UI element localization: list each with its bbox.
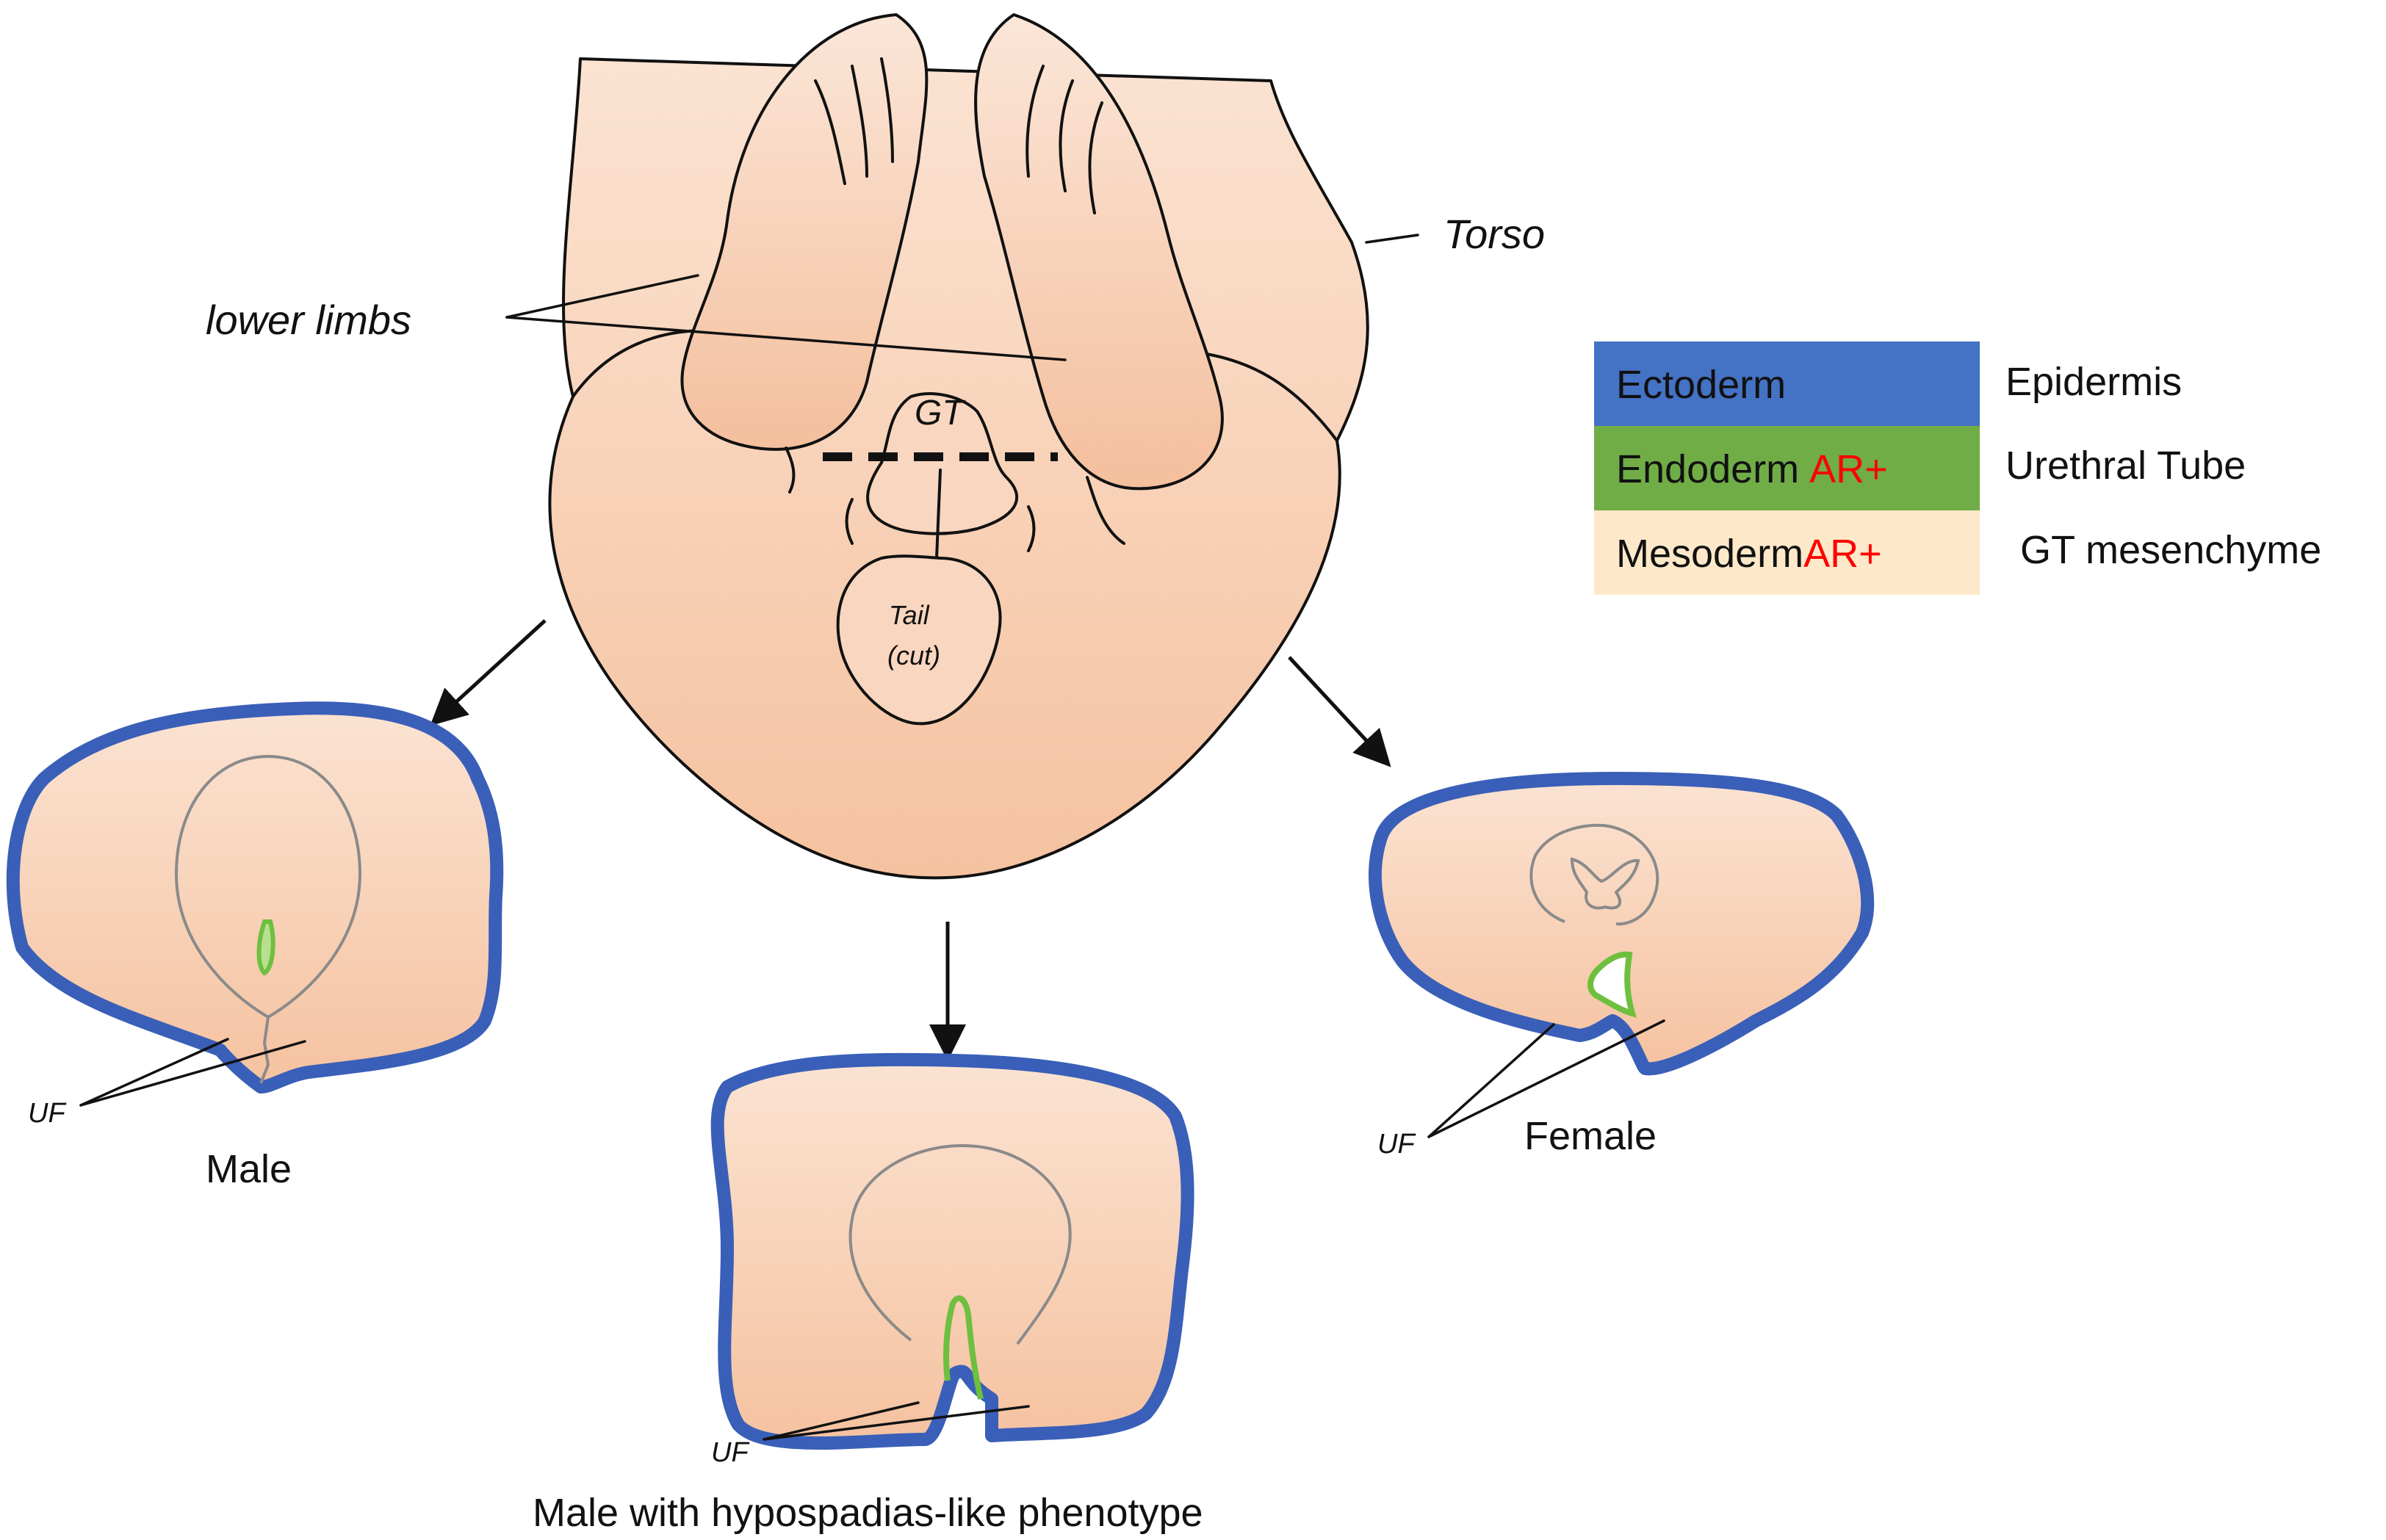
hypospadias-uf-label: UF [711, 1437, 749, 1468]
tail-stump [836, 554, 1002, 726]
male-ectoderm [6, 701, 504, 1093]
legend-mesoderm-layer-name: Mesoderm [1616, 532, 1803, 576]
legend-mesoderm-layer: MesodermAR+ [1616, 532, 1882, 576]
genital-tubercle [866, 392, 1019, 535]
male-urethra [256, 919, 275, 976]
left-limb [680, 13, 929, 451]
legend-mesoderm-tissue: GT mesenchyme [2020, 528, 2321, 572]
tail-label: Tail [889, 600, 930, 630]
hypospadias-ectoderm [710, 1052, 1194, 1450]
male-caption: Male [206, 1147, 292, 1191]
tail-cut-label: (cut) [887, 640, 940, 670]
female-caption: Female [1524, 1114, 1657, 1158]
legend-mesoderm-marker: AR+ [1803, 532, 1882, 576]
legend-endoderm-layer-name: Endoderm [1616, 447, 1799, 491]
female-urethra [1587, 951, 1637, 1018]
hypospadias-section: UF [710, 1052, 1194, 1468]
female-mesenchyme-outline [1529, 823, 1659, 926]
male-mesenchyme-outline [174, 754, 362, 1019]
hypospadias-urethra [942, 1295, 984, 1400]
male-section: UF [6, 701, 504, 1129]
embryo: GT Tail (cut) [548, 13, 1369, 880]
right-limb [974, 13, 1224, 491]
female-inner-lumen [1570, 857, 1640, 910]
legend-ectoderm-tissue: Epidermis [2005, 360, 2182, 404]
female-uf-label: UF [1377, 1129, 1416, 1160]
legend-endoderm-marker: AR+ [1809, 447, 1888, 491]
arrow-to-male [430, 619, 547, 726]
gt-label: GT [915, 394, 966, 433]
lower-limbs-label: lower limbs [206, 297, 411, 343]
legend-ectoderm-layer: Ectoderm [1616, 363, 1786, 407]
hypospadias-caption: Male with hypospadias-like phenotype [533, 1491, 1203, 1535]
torso-label: Torso [1444, 211, 1545, 257]
legend-mesoderm-box [1594, 510, 1980, 595]
arrows [430, 619, 1391, 1061]
arrow-to-female [1288, 656, 1391, 767]
female-section: UF [1368, 772, 1875, 1160]
male-uf-label: UF [28, 1098, 66, 1129]
legend-endoderm-box [1594, 426, 1980, 510]
legend-endoderm-tissue: Urethral Tube [2005, 444, 2246, 488]
legend-ectoderm-box [1594, 341, 1980, 426]
hypospadias-mesenchyme-outline [848, 1143, 1072, 1345]
